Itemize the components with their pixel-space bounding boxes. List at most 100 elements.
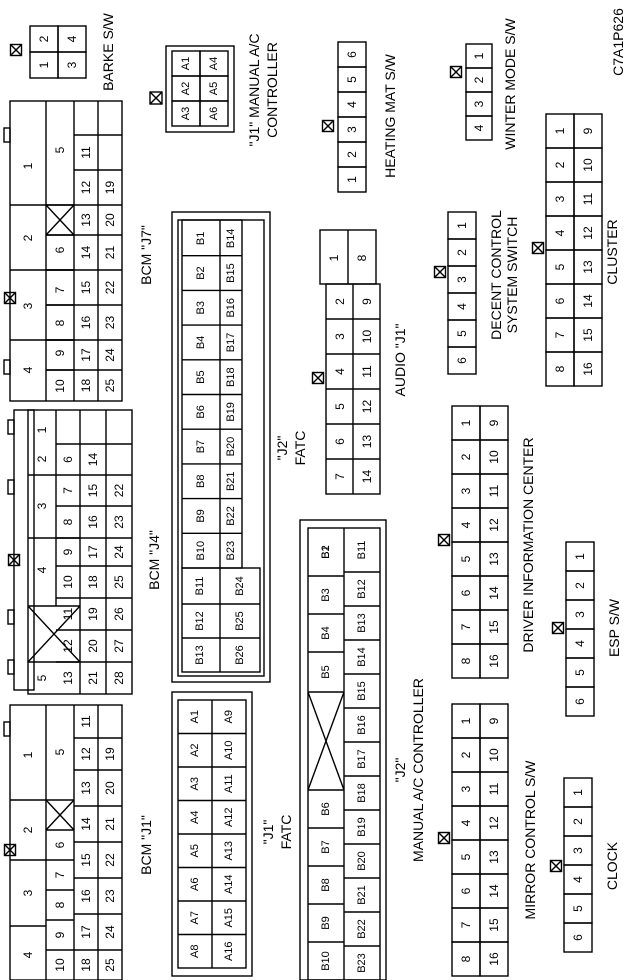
pin-label: 23 (103, 316, 117, 330)
pin-label: 8 (459, 657, 473, 664)
pin-label: 22 (103, 281, 117, 295)
pin-label: 7 (53, 286, 67, 293)
pin-label: 2 (459, 453, 473, 460)
connector-label: SYSTEM SWITCH (504, 217, 520, 334)
pin-label: 7 (553, 331, 567, 338)
connector-label: CLUSTER (604, 219, 620, 284)
pin-label: B19 (225, 402, 237, 422)
pin-label: B20 (225, 437, 237, 457)
pin-label: 1 (459, 419, 473, 426)
pin-label: 4 (573, 640, 587, 647)
pin-label: 3 (65, 61, 79, 68)
pin-label: 1 (37, 61, 51, 68)
pin-label: 23 (112, 515, 126, 529)
connector-lock-icon (433, 265, 447, 279)
pin-label: 10 (53, 379, 67, 393)
pin-label: 1 (472, 52, 486, 59)
pin-label: 12 (79, 747, 93, 761)
pin-label: 6 (53, 246, 67, 253)
pin-label: A5 (208, 82, 220, 95)
connector-lock-icon (3, 291, 17, 305)
pin-label: 6 (459, 589, 473, 596)
blank-cross (307, 691, 345, 791)
pin-label: 5 (571, 905, 585, 912)
connector-label: ESP S/W (606, 598, 622, 657)
pin-label: 15 (79, 853, 93, 867)
connector-outlines (3, 25, 603, 980)
pin-label: B8 (320, 878, 332, 891)
pin-label: 21 (103, 246, 117, 260)
pin-label: 4 (455, 303, 469, 310)
pin-label: 10 (360, 330, 374, 344)
pin-label: 9 (360, 298, 374, 305)
pin-label: 16 (581, 362, 595, 376)
pin-label: 5 (459, 555, 473, 562)
pin-label: A4 (189, 811, 201, 824)
pin-label: 12 (360, 400, 374, 414)
pin-label: 1 (455, 222, 469, 229)
pin-label: B17 (225, 333, 237, 353)
pin-label: 4 (459, 819, 473, 826)
pin-label: 7 (61, 487, 75, 494)
pin-label: B20 (356, 851, 368, 871)
connector-label: "J2" (274, 436, 290, 461)
pin-label: 14 (86, 453, 100, 467)
pin-label: B4 (320, 626, 332, 639)
pin-label: 14 (360, 470, 374, 484)
connector-lock-icon (449, 65, 463, 79)
pin-label: B9 (195, 509, 207, 522)
connector-housing (9, 100, 123, 402)
connector-lock-icon (149, 91, 163, 105)
latch-tab (3, 721, 11, 737)
pin-label: 4 (553, 229, 567, 236)
pin-label: A11 (223, 774, 235, 793)
pin-label: B10 (320, 951, 332, 971)
connector-label: HEATING MAT S/W (382, 53, 398, 177)
pin-label: 1 (573, 553, 587, 560)
pin-label: 4 (459, 521, 473, 528)
pin-label: 4 (35, 566, 49, 573)
pin-label: 18 (79, 379, 93, 393)
pin-label: 12 (61, 639, 75, 653)
connector-housing (299, 519, 387, 980)
pin-label: 2 (345, 151, 359, 158)
pin-label: 25 (103, 958, 117, 972)
pin-label: 3 (21, 889, 35, 896)
pin-label: B14 (356, 647, 368, 667)
pin-label: 7 (333, 473, 347, 480)
connector-label: BARKE S/W (100, 12, 116, 91)
latch-tab (7, 659, 15, 675)
pin-label: B11 (194, 577, 206, 596)
pin-label: 8 (53, 901, 67, 908)
connector-label: BCM "J7" (138, 225, 154, 285)
connector-label: AUDIO "J1" (392, 323, 408, 396)
blank-cross (45, 204, 75, 236)
pin-label: B25 (234, 611, 246, 631)
pin-cell (199, 50, 229, 77)
connector-inner (177, 219, 265, 677)
pin-label: 4 (472, 124, 486, 131)
pin-label: 21 (86, 671, 100, 685)
pin-label: 2 (573, 582, 587, 589)
latch-tab (3, 127, 11, 143)
pin-label: 10 (487, 450, 501, 464)
pin-label: 3 (35, 502, 49, 509)
connector-housing-top (13, 409, 35, 691)
pin-label: 16 (487, 654, 501, 668)
connector-lock-icon (3, 843, 17, 857)
pin-label: 8 (53, 319, 67, 326)
pin-label: 20 (86, 639, 100, 653)
connector-lock-icon (9, 43, 23, 57)
connector-label: "J2" (392, 758, 408, 783)
pin-label: 8 (459, 955, 473, 962)
pin-label: 2 (553, 161, 567, 168)
pin-label: 2 (21, 234, 35, 241)
pin-label: 4 (21, 951, 35, 958)
pin-label: 6 (61, 456, 75, 463)
pin-label: 28 (112, 671, 126, 685)
pin-label: 19 (103, 747, 117, 761)
pin-label: 13 (79, 213, 93, 227)
pin-label: 3 (345, 126, 359, 133)
pin-label: 22 (103, 853, 117, 867)
pin-label: 3 (571, 847, 585, 854)
